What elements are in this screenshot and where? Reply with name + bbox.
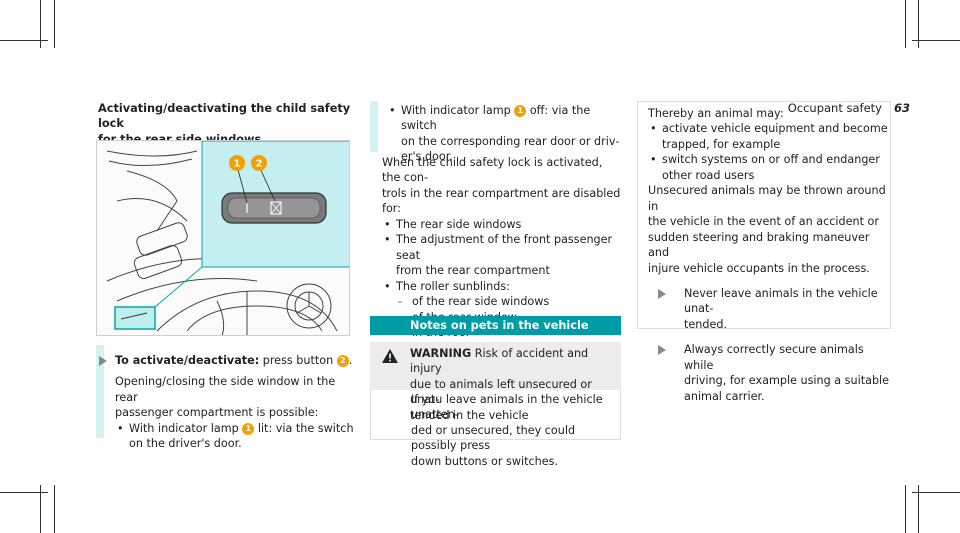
- instruction-step: Always correctly secure animals while dr…: [648, 342, 890, 404]
- crop-mark: [0, 492, 48, 493]
- list-item: The adjustment of the front passenger se…: [382, 232, 622, 278]
- crop-mark: [912, 40, 960, 41]
- warning-continuation-box: Thereby an animal may: activate vehicle …: [637, 101, 891, 403]
- step-arrow-icon: [658, 288, 666, 299]
- crop-mark: [40, 0, 41, 48]
- list-item: switch systems on or off and endanger ot…: [648, 152, 890, 183]
- crop-mark: [918, 485, 919, 533]
- crop-mark: [0, 40, 48, 41]
- callout-1-badge: 1: [514, 105, 527, 117]
- paragraph: Opening/closing the side window in the r…: [115, 375, 336, 420]
- warning-body: If you leave animals in the vehicle unat…: [370, 390, 621, 468]
- section-title: Occupant safety: [787, 101, 882, 115]
- crop-mark: [54, 0, 55, 48]
- page-header: Occupant safety 63: [788, 101, 910, 117]
- crop-mark: [54, 485, 55, 533]
- instruction-step: Never leave animals in the vehicle unat-…: [648, 286, 890, 332]
- crop-mark: [40, 485, 41, 533]
- list-item: The roller sunblinds:: [382, 279, 622, 295]
- step-activate: To activate/deactivate: press button 2.: [99, 353, 355, 368]
- disabled-controls-list: When the child safety lock is activated,…: [382, 155, 622, 341]
- warning-box: WARNING Risk of accident and injury due …: [370, 342, 621, 422]
- door-panel-illustration: 1 2: [96, 140, 350, 336]
- list-item: With indicator lamp 1 off: via the switc…: [387, 103, 627, 165]
- figure-callout-1: 1: [234, 159, 241, 170]
- figure-callout-2: 2: [256, 159, 263, 170]
- notes-section-title: Notes on pets in the vehicle: [370, 316, 621, 335]
- crop-mark: [912, 492, 960, 493]
- crop-mark: [905, 485, 906, 533]
- page-number: 63: [893, 101, 910, 115]
- warning-triangle-icon: [382, 349, 398, 367]
- sub-list-item: of the rear side windows: [382, 294, 622, 310]
- step-arrow-icon: [99, 356, 107, 366]
- callout-1-badge: 1: [242, 422, 255, 435]
- instruction-block: To activate/deactivate: press button 2. …: [99, 353, 355, 452]
- instruction-bar: [96, 345, 104, 438]
- crop-mark: [918, 0, 919, 48]
- crop-mark: [905, 0, 906, 48]
- callout-2-badge: 2: [336, 355, 349, 367]
- list-item: activate vehicle equipment and become tr…: [648, 121, 890, 152]
- warning-label: WARNING: [410, 347, 472, 360]
- list-item: With indicator lamp 1 lit: via the switc…: [115, 421, 355, 452]
- paragraph: Unsecured animals may be thrown around i…: [648, 184, 886, 275]
- door-panel-drawing: 1 2: [106, 141, 349, 335]
- list-item: The rear side windows: [382, 217, 622, 233]
- step-arrow-icon: [658, 345, 666, 356]
- instruction-bar: [370, 101, 378, 152]
